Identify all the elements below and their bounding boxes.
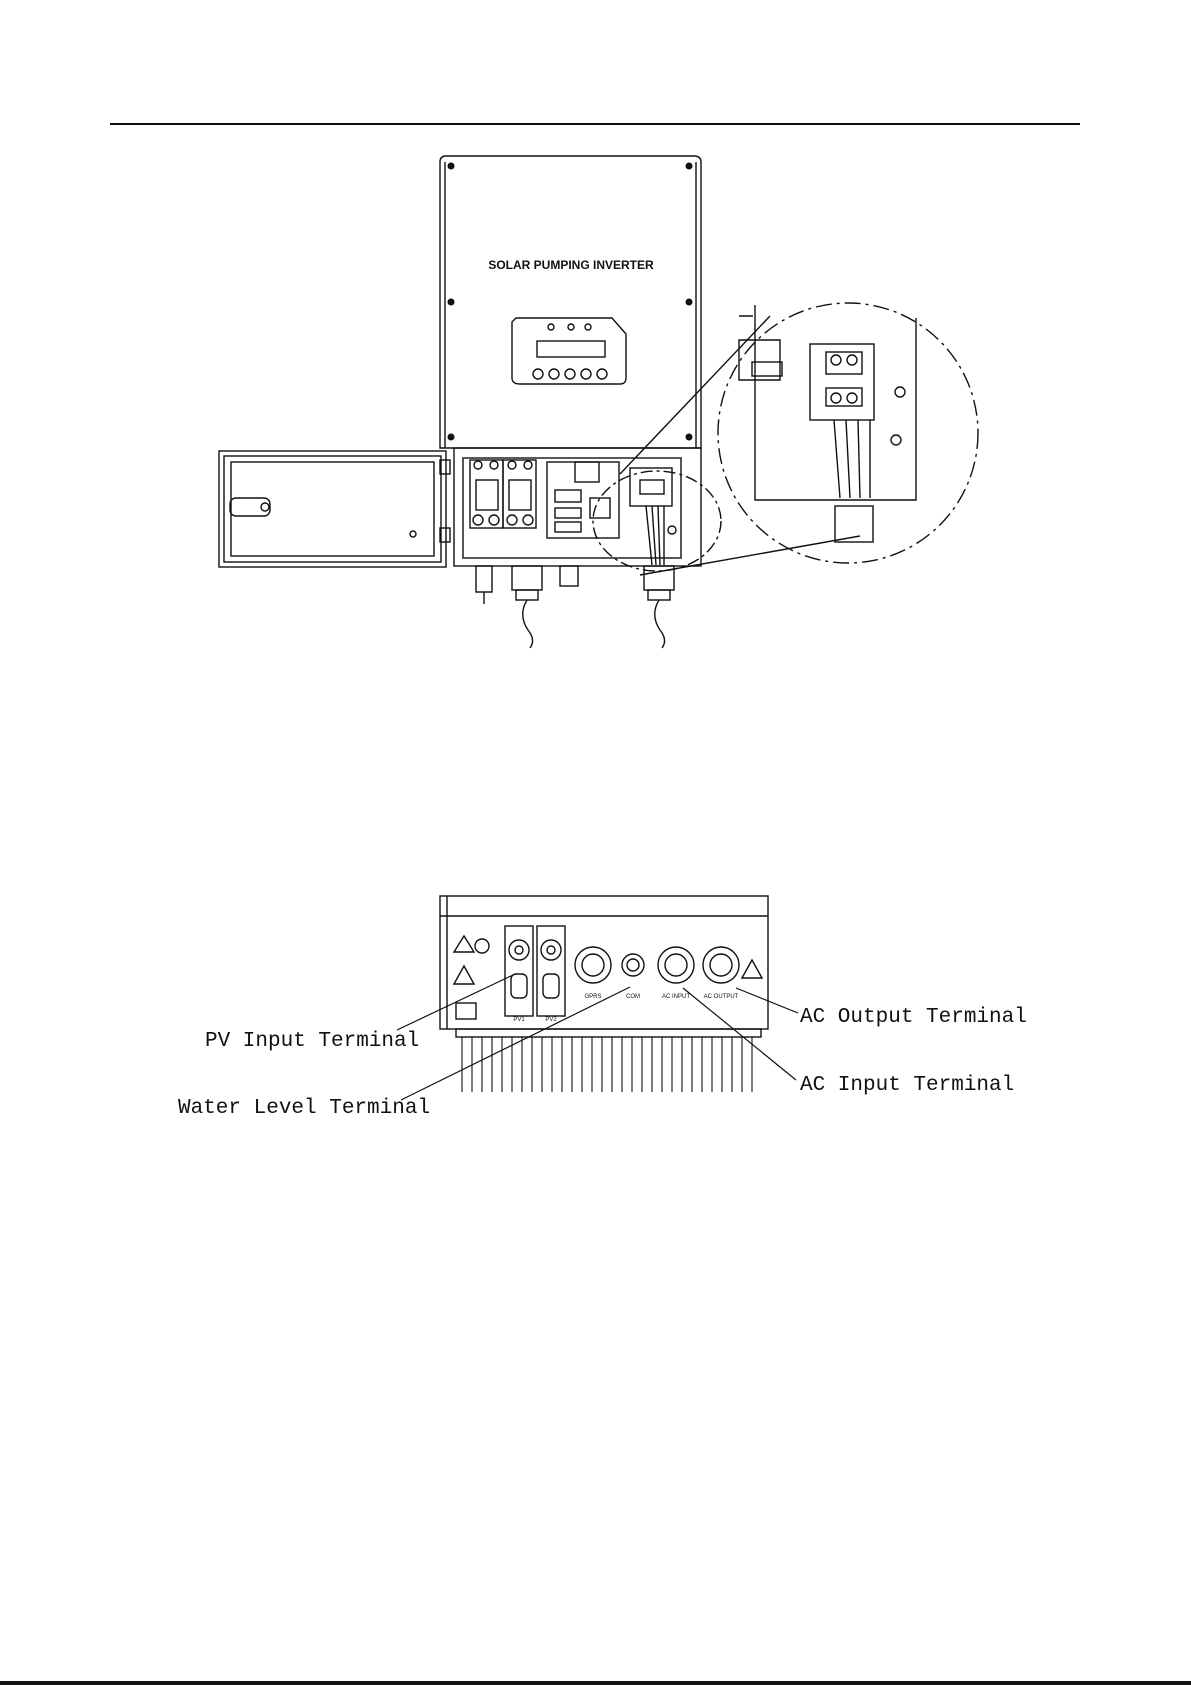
power-led-icon	[548, 324, 554, 330]
device-title: SOLAR PUMPING INVERTER	[488, 258, 654, 272]
magnified-detail	[593, 303, 978, 575]
pv2-label: PV2	[545, 1017, 557, 1023]
pv1-connector	[505, 926, 533, 1016]
ac-terminal-block	[630, 468, 676, 565]
timer-icon	[475, 939, 489, 953]
ac-output-gland	[703, 947, 739, 983]
run-key-icon[interactable]	[597, 369, 607, 379]
esc-key-icon[interactable]	[533, 369, 543, 379]
cable-glands	[476, 566, 674, 648]
com-gland	[622, 954, 644, 976]
gprs-label: GPRS	[584, 994, 601, 1000]
inverter-front-view: SOLAR PUMPING INVERTER	[219, 156, 978, 648]
alarm-led-icon	[568, 324, 574, 330]
ground-icon	[668, 526, 676, 534]
control-pcb	[547, 462, 619, 538]
pv-input-terminal-callout: PV Input Terminal	[205, 1030, 419, 1053]
status-led-icon	[585, 324, 591, 330]
dc-breakers	[470, 460, 536, 528]
ac-input-label: AC INPUT	[662, 994, 690, 1000]
warning-icon	[454, 936, 474, 952]
water-level-terminal-callout: Water Level Terminal	[178, 1097, 430, 1120]
gprs-gland	[575, 947, 611, 983]
ac-input-gland	[658, 947, 694, 983]
pv2-connector	[537, 926, 565, 1016]
pv1-label: PV1	[513, 1017, 525, 1023]
warning-icon	[454, 966, 474, 984]
ac-output-label: AC OUTPUT	[704, 994, 739, 1000]
open-door	[219, 451, 450, 567]
footer-rule	[0, 1681, 1191, 1685]
ac-output-terminal-callout: AC Output Terminal	[800, 1006, 1027, 1029]
ground-terminal-icon	[891, 435, 901, 445]
heatsink-fins	[462, 1037, 752, 1092]
up-key-icon[interactable]	[549, 369, 559, 379]
inverter-cover	[440, 156, 701, 448]
warning-icon	[742, 960, 762, 978]
manual-icon	[456, 1003, 476, 1019]
inverter-bottom-view: PV1 PV2 GPRS COM AC INPUT AC OUTPUT PV I…	[178, 896, 1027, 1120]
ac-input-terminal-callout: AC Input Terminal	[800, 1074, 1014, 1097]
enter-key-icon[interactable]	[581, 369, 591, 379]
cover-screws	[448, 163, 693, 441]
com-label: COM	[626, 994, 640, 1000]
down-key-icon[interactable]	[565, 369, 575, 379]
control-panel	[512, 318, 626, 384]
